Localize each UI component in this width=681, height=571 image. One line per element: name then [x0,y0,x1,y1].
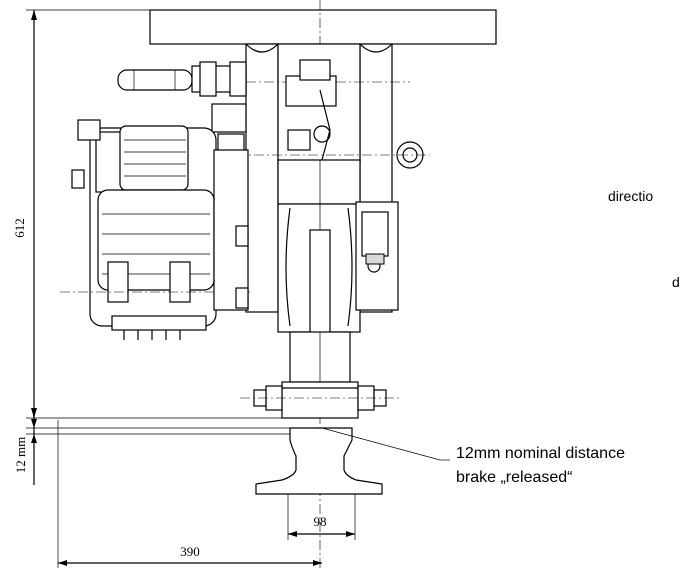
switch-box [355,201,399,311]
dimension-98: 98 [287,480,356,540]
motor-assembly [60,119,250,340]
d-label: d [672,274,680,290]
dimension-12mm: 12 mm [13,408,290,485]
release-handle [117,61,247,97]
linkage-lever [211,59,337,161]
brake-housing [277,159,361,351]
guide-rail [255,427,383,495]
dimension-612-label: 612 [12,218,27,238]
note-leader [321,427,450,461]
caliper-lower [240,331,400,419]
mounting-plate [149,9,497,45]
direction-label: directio [608,188,653,204]
dimension-612: 612 [12,9,325,419]
note-line-1: 12mm nominal distance [456,445,625,462]
note-line-2: brake „released“ [456,469,573,486]
dimension-390: 390 [57,420,322,568]
dimension-12mm-label: 12 mm [13,437,28,473]
pin-symbol [396,141,424,169]
dimension-98-label: 98 [314,514,327,529]
dimension-390-label: 390 [180,544,200,559]
